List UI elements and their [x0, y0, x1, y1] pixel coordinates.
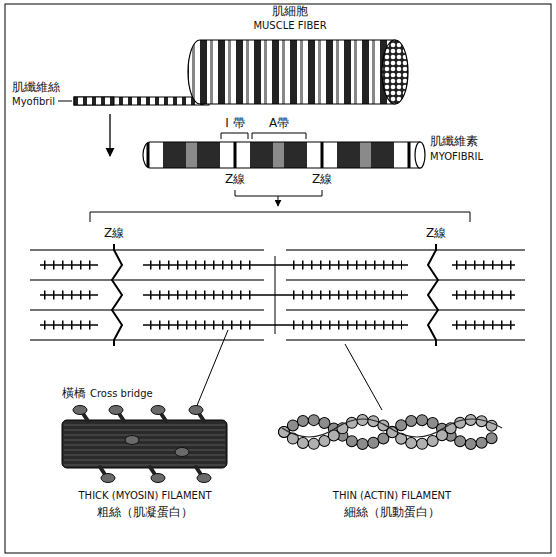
part-label: 粗絲（肌凝蛋白） [97, 505, 193, 519]
part-label: Cross bridge [90, 388, 153, 400]
part-label: 肌纖維素 [430, 134, 478, 148]
part-label: Z線 [312, 172, 332, 186]
part-label: A帶 [269, 116, 289, 130]
part-label: 橫橋 [62, 386, 86, 400]
part-label: 肌纖維絲 [12, 80, 60, 94]
part-label: Z線 [104, 226, 124, 240]
part-label: MYOFIBRIL [430, 151, 483, 163]
part-label: I 帶 [225, 116, 244, 130]
part-label: Z線 [225, 172, 245, 186]
part-label: Z線 [426, 226, 446, 240]
part-label: 細絲（肌動蛋白） [344, 505, 440, 519]
part-label: THIN (ACTIN) FILAMENT [333, 490, 451, 502]
part-label: THICK (MYOSIN) FILAMENT [79, 490, 212, 502]
part-label: Myofibril [12, 96, 55, 108]
part-label: 肌細胞 [272, 4, 308, 18]
part-label: MUSCLE FIBER [253, 20, 326, 32]
